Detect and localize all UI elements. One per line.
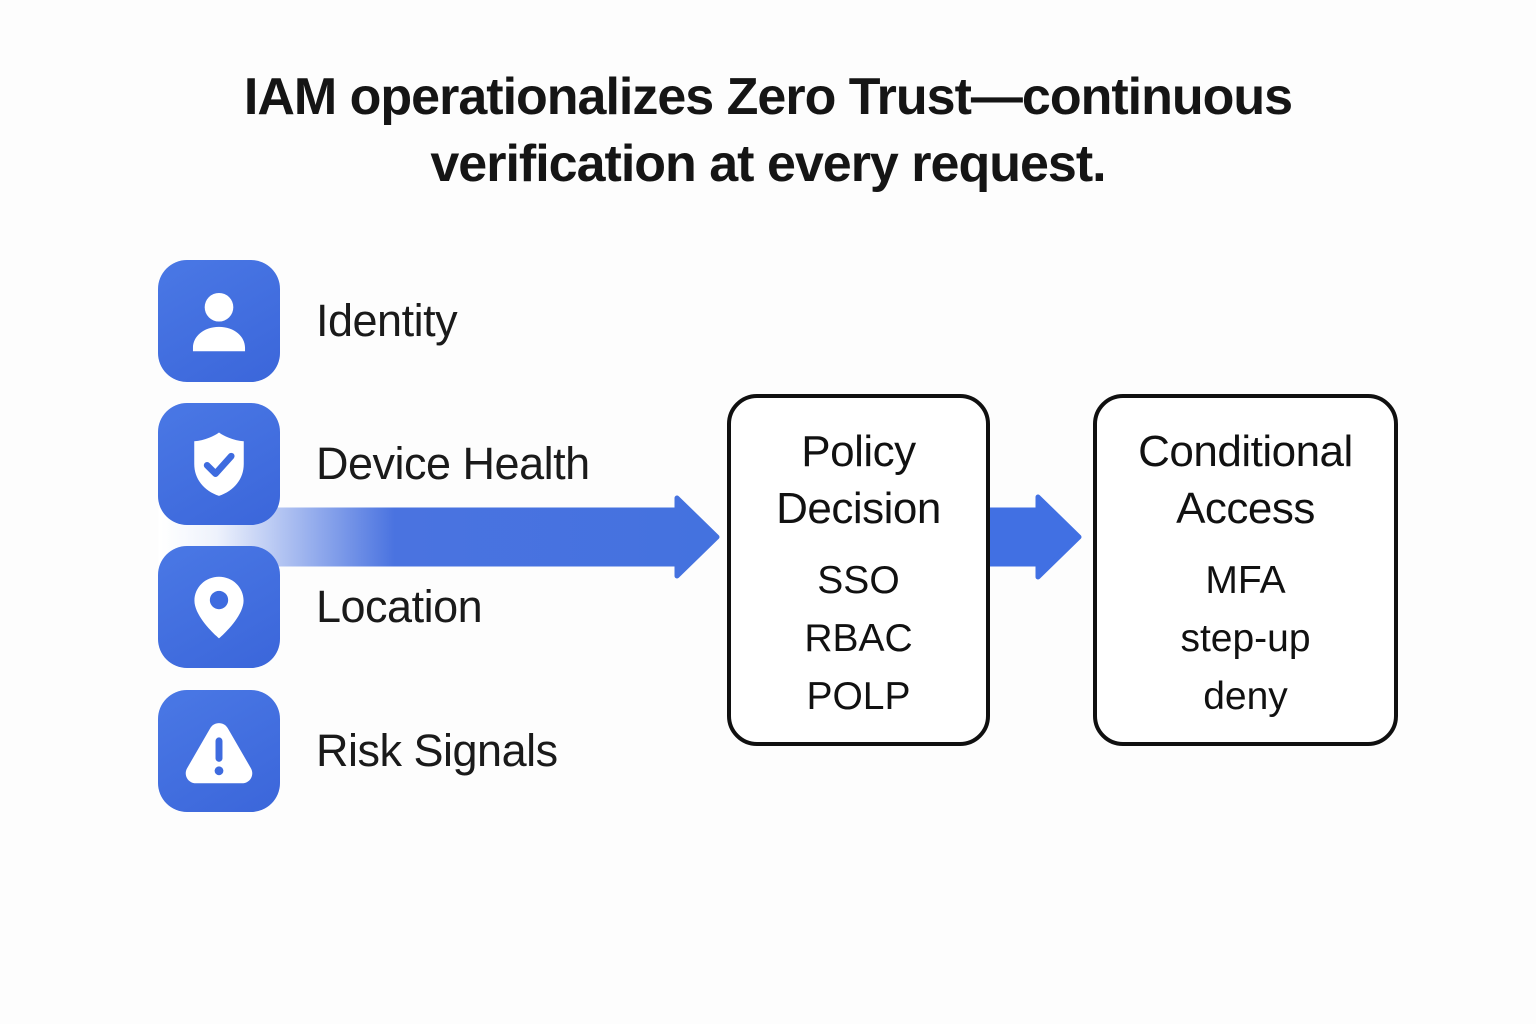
conditional-access-title: Conditional Access — [1138, 427, 1353, 533]
shield-check-icon — [158, 403, 280, 525]
policy-item-polp: POLP — [806, 675, 911, 718]
access-item-mfa: MFA — [1205, 559, 1286, 602]
access-item-stepup: step-up — [1180, 617, 1311, 660]
location-pin-icon — [158, 546, 280, 668]
policy-item-sso: SSO — [817, 559, 900, 602]
page-title-line1: IAM operationalizes Zero Trust—continuou… — [243, 68, 1293, 126]
signal-row-identity: Identity — [158, 260, 458, 382]
person-icon — [158, 260, 280, 382]
signal-row-device-health: Device Health — [158, 403, 590, 525]
policy-to-access-arrow — [986, 494, 1082, 580]
conditional-access-box: Conditional Access MFA step-up deny — [1093, 394, 1398, 746]
policy-decision-title: Policy Decision — [776, 427, 941, 533]
page-title: IAM operationalizes Zero Trust—continuou… — [0, 64, 1536, 198]
signal-label: Device Health — [316, 438, 590, 489]
policy-decision-box: Policy Decision SSO RBAC POLP — [727, 394, 990, 746]
access-item-deny: deny — [1203, 675, 1288, 718]
signal-label: Location — [316, 581, 483, 632]
page-title-line2: verification at every request. — [430, 135, 1106, 193]
policy-item-rbac: RBAC — [804, 617, 913, 660]
signal-label: Risk Signals — [316, 725, 558, 776]
warning-triangle-icon — [158, 690, 280, 812]
signal-row-risk-signals: Risk Signals — [158, 690, 558, 812]
signal-row-location: Location — [158, 546, 483, 668]
policy-decision-items: SSO RBAC POLP — [804, 552, 912, 726]
conditional-access-items: MFA step-up deny — [1180, 552, 1310, 726]
signal-label: Identity — [316, 295, 458, 346]
